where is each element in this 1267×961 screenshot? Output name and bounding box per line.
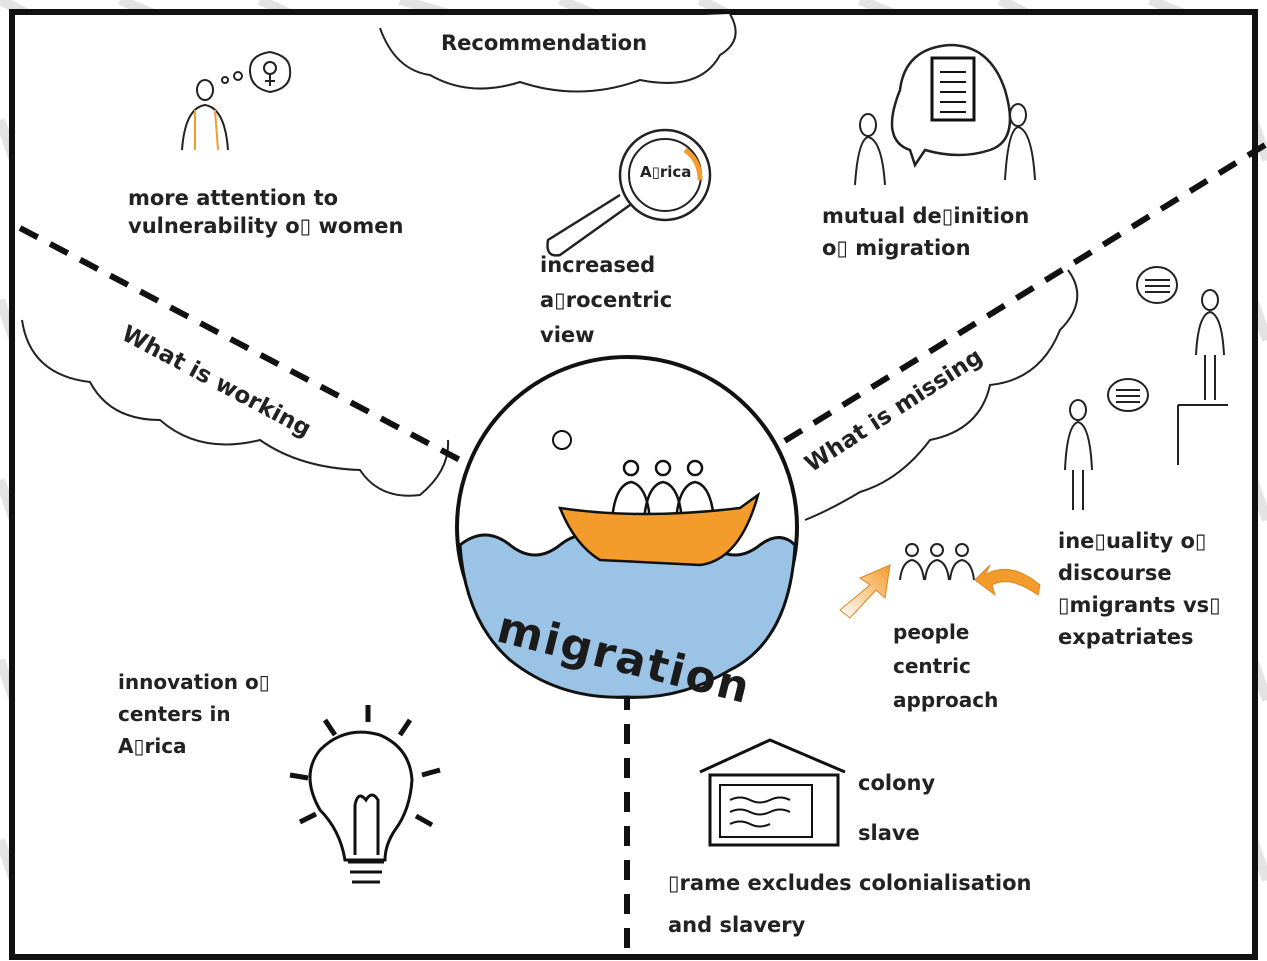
slave-label: slave: [858, 821, 920, 845]
women-label-line1: more attention to: [128, 186, 339, 210]
inequality-line2: discourse: [1058, 561, 1172, 585]
colony-label: colony: [858, 771, 936, 795]
afrocentric-line3: view: [540, 323, 595, 347]
magnifier-icon: [546, 128, 712, 257]
people-line3: approach: [893, 688, 999, 712]
inequality-line1: ine▯uality o▯: [1058, 529, 1207, 553]
house-board-icon: [699, 738, 846, 847]
standing-people-icon: [854, 103, 1036, 186]
arrow-icon: [839, 564, 891, 619]
mutual-line1: mutual de▯inition: [822, 204, 1030, 228]
person-thinking-icon: [181, 50, 292, 151]
inequality-line4: expatriates: [1058, 625, 1194, 649]
divider-lines: [18, 142, 1267, 950]
afrocentric-line1: increased: [540, 253, 656, 277]
magnifier-tag: A▯rica: [640, 163, 692, 181]
lightbulb-icon: [289, 705, 441, 884]
frame-line2: and slavery: [668, 913, 806, 937]
female-symbol-icon: [248, 50, 292, 94]
innovation-line1: innovation o▯: [118, 670, 270, 694]
arrow-icon: [974, 564, 1041, 597]
frame-line1: ▯rame excludes colonialisation: [668, 871, 1032, 895]
innovation-line3: A▯rica: [118, 734, 187, 758]
women-label-line2: vulnerability o▯ women: [128, 214, 404, 238]
boat-icon: [558, 459, 761, 567]
inequality-line3: ▯migrants vs▯: [1058, 593, 1221, 617]
recommendation-title: Recommendation: [441, 31, 648, 55]
people-line1: people: [893, 620, 970, 644]
people-line2: centric: [893, 654, 971, 678]
afrocentric-line2: a▯rocentric: [540, 288, 673, 312]
discourse-people-icon: [1064, 266, 1228, 510]
working-cloud: [21, 319, 450, 497]
people-group-icon: [899, 543, 975, 581]
missing-cloud: [804, 269, 1079, 521]
recommendation-cloud: [379, 13, 737, 93]
mutual-line2: o▯ migration: [822, 236, 971, 260]
innovation-line2: centers in: [118, 702, 231, 726]
speech-bubble-document-icon: [890, 43, 1012, 168]
